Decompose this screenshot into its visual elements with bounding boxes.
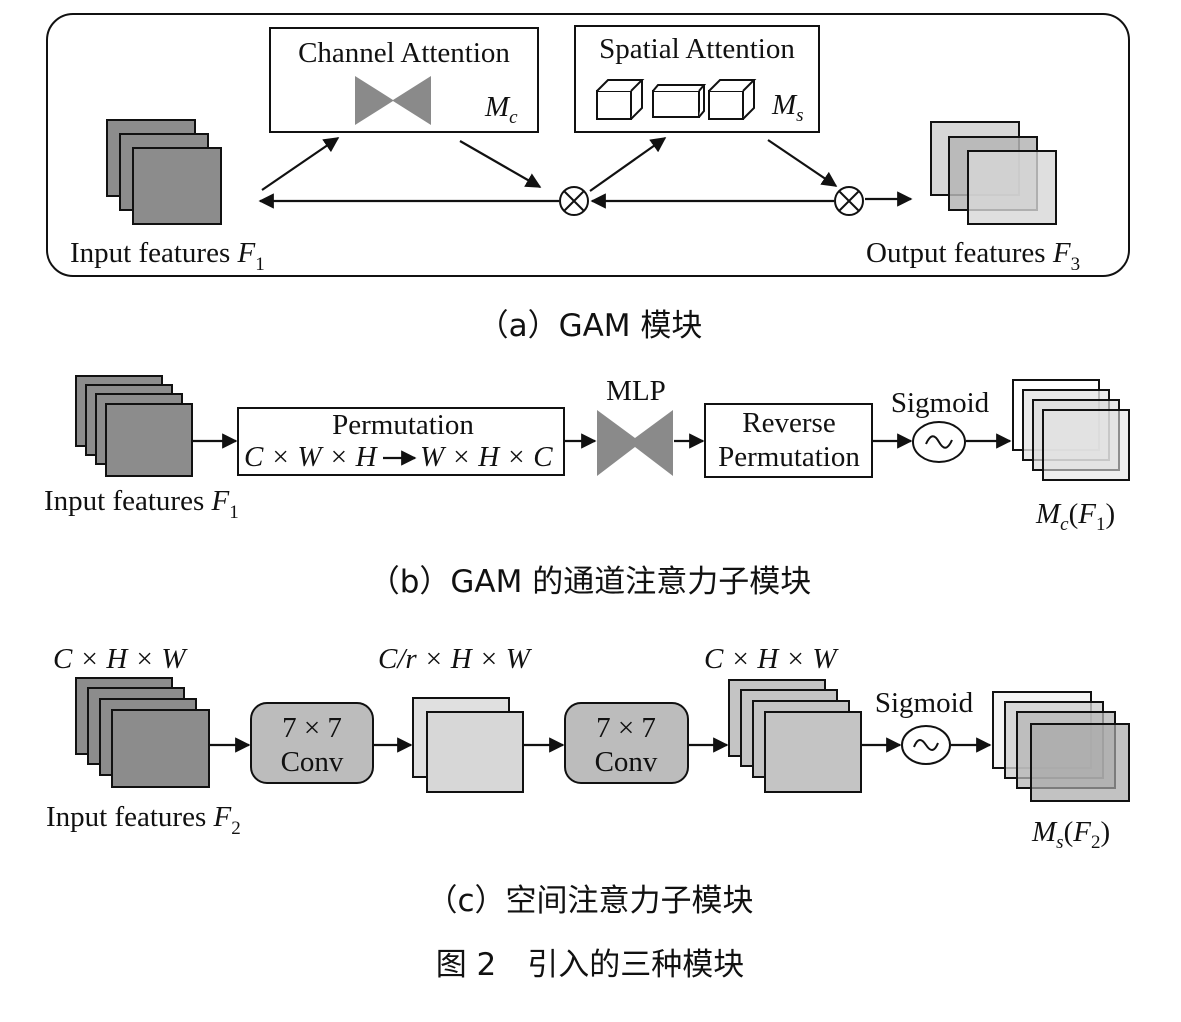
sigmoid-node-c (901, 725, 951, 765)
panel-c: C × H × W C/r × H × W C × H × W Input fe… (46, 643, 1130, 853)
multiply-node-2 (834, 186, 864, 216)
spatial-conv-cubes (596, 79, 757, 120)
dim-label-1: C × H × W (53, 643, 188, 675)
output-label-b: Mc(F1) (1035, 498, 1115, 535)
reverse-label-line2: Permutation (718, 441, 860, 473)
reduced-feature-stack (412, 697, 524, 793)
arrow-channel-to-node1 (459, 140, 542, 188)
permutation-box (237, 407, 565, 476)
panel-b: Input features F1 Permutation C × W × H … (44, 375, 1130, 535)
output-feature-stack-a (930, 121, 1057, 225)
conv1-line2: Conv (281, 746, 344, 778)
input-feature-stack-c (75, 677, 210, 788)
caption-c: （c）空间注意力子模块 (426, 883, 753, 919)
caption-b: （b）GAM 的通道注意力子模块 (369, 564, 812, 600)
conv2-line2: Conv (595, 746, 658, 778)
conv-box-2 (564, 702, 689, 784)
permutation-to: W × H × C (420, 441, 553, 473)
output-label-c: Ms(F2) (1031, 816, 1110, 853)
permutation-from: C × W × H (244, 441, 379, 473)
panel-a: Input features F1 Channel Attention Mc S… (46, 13, 1130, 277)
figure-caption: 图 2 引入的三种模块 (436, 947, 745, 983)
input-feature-stack-a (106, 119, 222, 225)
permutation-title: Permutation (332, 409, 474, 441)
sigmoid-node-b (912, 421, 966, 463)
arrow-node1-to-spatial (589, 137, 667, 192)
reverse-permutation-box (704, 403, 873, 478)
input-features-label-a: Input features F1 (70, 237, 265, 275)
multiply-node-1 (559, 186, 589, 216)
channel-attention-title: Channel Attention (298, 37, 510, 69)
arrow-spatial-to-node2 (767, 139, 838, 187)
output-feature-stack-b (1012, 379, 1130, 481)
channel-mlp-bowtie (355, 76, 431, 125)
channel-attention-box (269, 27, 539, 133)
mlp-bowtie (597, 410, 673, 476)
panel-a-frame (46, 13, 1130, 277)
ms-label: Ms (771, 89, 804, 126)
dim-label-2: C/r × H × W (378, 643, 533, 675)
panel-a-arrows (258, 137, 913, 209)
output-feature-stack-c (992, 691, 1130, 802)
conv2-line1: 7 × 7 (596, 712, 656, 744)
mlp-label: MLP (606, 375, 666, 407)
input-features-label-c: Input features F2 (46, 801, 241, 839)
conv-box-1 (250, 702, 374, 784)
conv1-line1: 7 × 7 (282, 712, 342, 744)
input-features-label-b: Input features F1 (44, 485, 239, 523)
mc-label: Mc (484, 91, 518, 128)
dim-label-3: C × H × W (704, 643, 839, 675)
caption-a: （a）GAM 模块 (478, 308, 703, 344)
input-feature-stack-b (75, 375, 193, 477)
arrow-input-to-channel (261, 137, 340, 191)
spatial-attention-title: Spatial Attention (599, 33, 795, 65)
sigmoid-label-c: Sigmoid (875, 687, 974, 719)
restored-feature-stack (728, 679, 862, 793)
sigmoid-label-b: Sigmoid (891, 387, 990, 419)
reverse-label-line1: Reverse (742, 407, 835, 439)
output-features-label-a: Output features F3 (866, 237, 1080, 275)
